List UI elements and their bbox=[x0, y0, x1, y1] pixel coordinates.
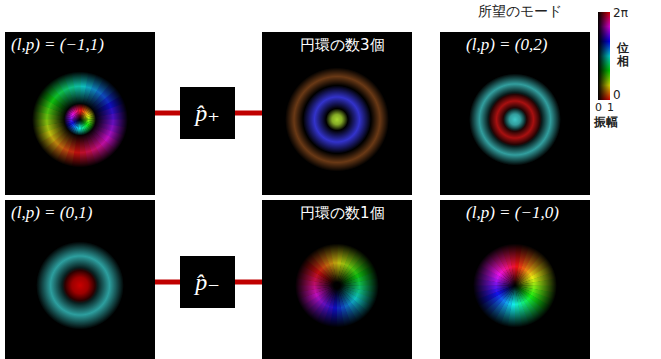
colorbar-label: 1 bbox=[607, 101, 614, 114]
mode-panel: 円環の数1個 bbox=[262, 200, 412, 359]
mode-image bbox=[5, 32, 155, 195]
beam-connector bbox=[235, 280, 262, 285]
colorbar-label: 0 bbox=[595, 101, 602, 114]
mode-label: (l,p) = (0,1) bbox=[11, 203, 92, 223]
colorbar-label: 位相 bbox=[617, 42, 629, 68]
mode-image bbox=[5, 200, 155, 359]
operator-box: p̂₊ bbox=[180, 87, 235, 139]
colorbar-label: 振幅 bbox=[594, 114, 618, 131]
mode-panel: (l,p) = (0,1) bbox=[5, 200, 155, 359]
mode-panel: (l,p) = (0,2) bbox=[440, 32, 590, 195]
mode-label: (l,p) = (0,2) bbox=[466, 35, 547, 55]
mode-panel: 円環の数3個 bbox=[262, 32, 412, 195]
mode-image bbox=[262, 200, 412, 359]
beam-connector bbox=[235, 111, 262, 116]
mode-panel: (l,p) = (−1,1) bbox=[5, 32, 155, 195]
mode-image bbox=[440, 32, 590, 195]
mode-label: 円環の数1個 bbox=[300, 204, 385, 223]
mode-image bbox=[440, 200, 590, 359]
mode-label: (l,p) = (−1,0) bbox=[466, 203, 559, 223]
mode-panel: (l,p) = (−1,0) bbox=[440, 200, 590, 359]
operator-box: p̂₋ bbox=[180, 256, 235, 308]
mode-label: 円環の数3個 bbox=[300, 36, 385, 55]
operator-symbol: p̂₋ bbox=[195, 268, 220, 296]
mode-label: (l,p) = (−1,1) bbox=[11, 35, 104, 55]
colorbar-label: 0 bbox=[613, 88, 621, 102]
mode-image bbox=[262, 32, 412, 195]
colorbar-amplitude bbox=[598, 12, 610, 100]
beam-connector bbox=[155, 280, 180, 285]
colorbar bbox=[598, 12, 610, 100]
colorbar-label: 2π bbox=[613, 6, 628, 20]
beam-connector bbox=[155, 111, 180, 116]
operator-symbol: p̂₊ bbox=[195, 99, 220, 127]
column-heading: 所望のモード bbox=[478, 3, 562, 21]
